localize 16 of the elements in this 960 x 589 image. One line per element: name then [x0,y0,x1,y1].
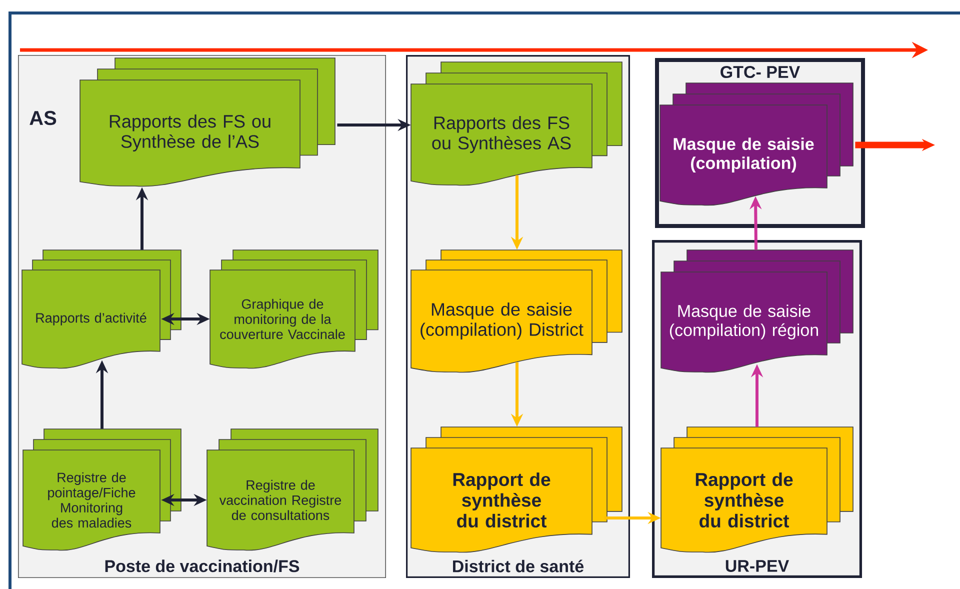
document-stack: Graphique de monitoring de la couverture Vaccinale [210,250,378,369]
document-stack: Rapport de synthèse du district [660,426,854,553]
document-stack: Rapports d’activité [22,250,182,369]
document-stack: Masque de saisie (compilation) région [660,250,854,373]
area-label: AS [30,110,56,126]
document-stack: Masque de saisie (compilation) [660,82,854,206]
panel-heading: GTC- PEV [720,66,800,78]
document-stack: Rapport de synthèse du district [410,426,622,553]
panel-heading: Poste de vaccination/FS [105,560,300,572]
panel-heading: UR-PEV [726,560,789,572]
document-stack: Registre de pointage/Fiche Monitoring des maladies [22,428,182,551]
document-stack: Rapports des FS ou Synthèses AS [410,62,622,186]
document-stack: Registre de vaccination Registre de consultations [206,428,378,551]
document-stack: Rapports des FS ou Synthèse de l’AS [80,58,336,187]
document-stack: Masque de saisie (compilation) District [410,250,622,373]
panel-heading: District de santé [453,560,584,572]
